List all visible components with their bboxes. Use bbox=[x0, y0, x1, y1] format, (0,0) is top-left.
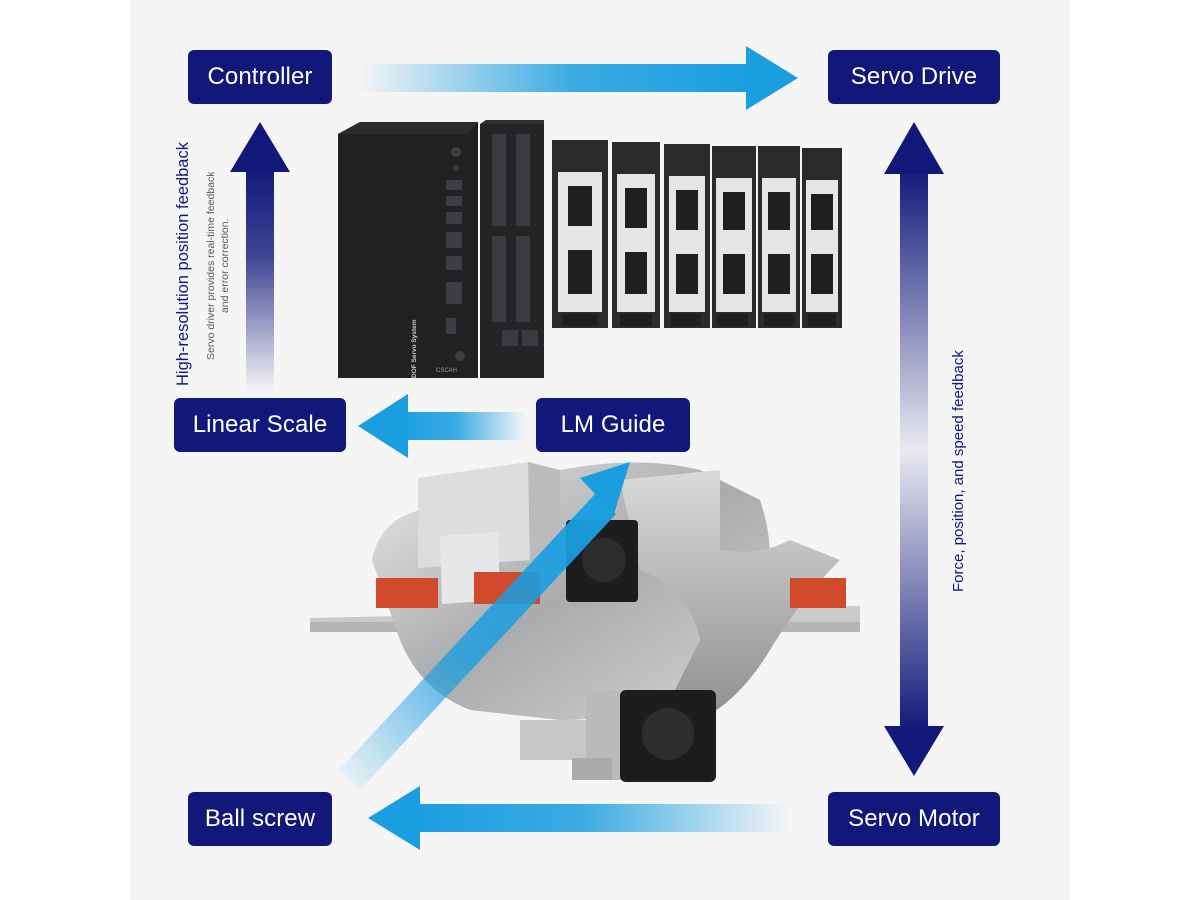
arrow-lm-guide-to-linear-scale bbox=[358, 394, 525, 458]
controller-brand-text: DOF Servo System bbox=[411, 319, 418, 378]
servo-drive-unit bbox=[802, 148, 842, 328]
feedback-left-title: High-resolution position feedback bbox=[174, 142, 192, 386]
arrow-ball-screw-to-lm-guide bbox=[339, 462, 630, 790]
node-lm-guide-label: LM Guide bbox=[560, 411, 666, 438]
node-controller: Controller bbox=[188, 50, 332, 104]
servo-drive-unit bbox=[758, 146, 800, 328]
servo-drive-unit bbox=[612, 142, 660, 328]
arrow-linear-scale-to-controller bbox=[230, 122, 290, 392]
controller-badge-text: CSCAH bbox=[436, 368, 457, 374]
servo-drive-unit bbox=[712, 146, 756, 328]
feedback-left-caption-line1: Servo driver provides real-time feedback bbox=[205, 171, 217, 361]
node-servo-motor: Servo Motor bbox=[828, 792, 1000, 846]
feedback-left-caption: Servo driver provides real-time feedback… bbox=[204, 172, 232, 361]
node-ball-screw-label: Ball screw bbox=[204, 805, 316, 832]
node-ball-screw: Ball screw bbox=[188, 792, 332, 846]
node-servo-drive-label: Servo Drive bbox=[850, 63, 978, 90]
arrow-servo-drive-servo-motor bbox=[884, 122, 944, 776]
feedback-left-caption-line2: and error correction. bbox=[219, 218, 231, 314]
servo-drive-unit bbox=[552, 140, 608, 328]
arrow-servo-motor-to-ball-screw bbox=[368, 786, 790, 850]
arrow-controller-to-servo-drive bbox=[358, 46, 798, 110]
node-servo-drive: Servo Drive bbox=[828, 50, 1000, 104]
servo-drive-unit bbox=[664, 144, 710, 328]
controller-device-illustration: DOF Servo System CSCAH bbox=[338, 120, 842, 378]
node-linear-scale: Linear Scale bbox=[174, 398, 346, 452]
feedback-right-title: Force, position, and speed feedback bbox=[950, 350, 967, 592]
node-lm-guide: LM Guide bbox=[536, 398, 690, 452]
node-linear-scale-label: Linear Scale bbox=[192, 411, 328, 438]
node-servo-motor-label: Servo Motor bbox=[848, 805, 980, 832]
node-controller-label: Controller bbox=[207, 63, 313, 90]
